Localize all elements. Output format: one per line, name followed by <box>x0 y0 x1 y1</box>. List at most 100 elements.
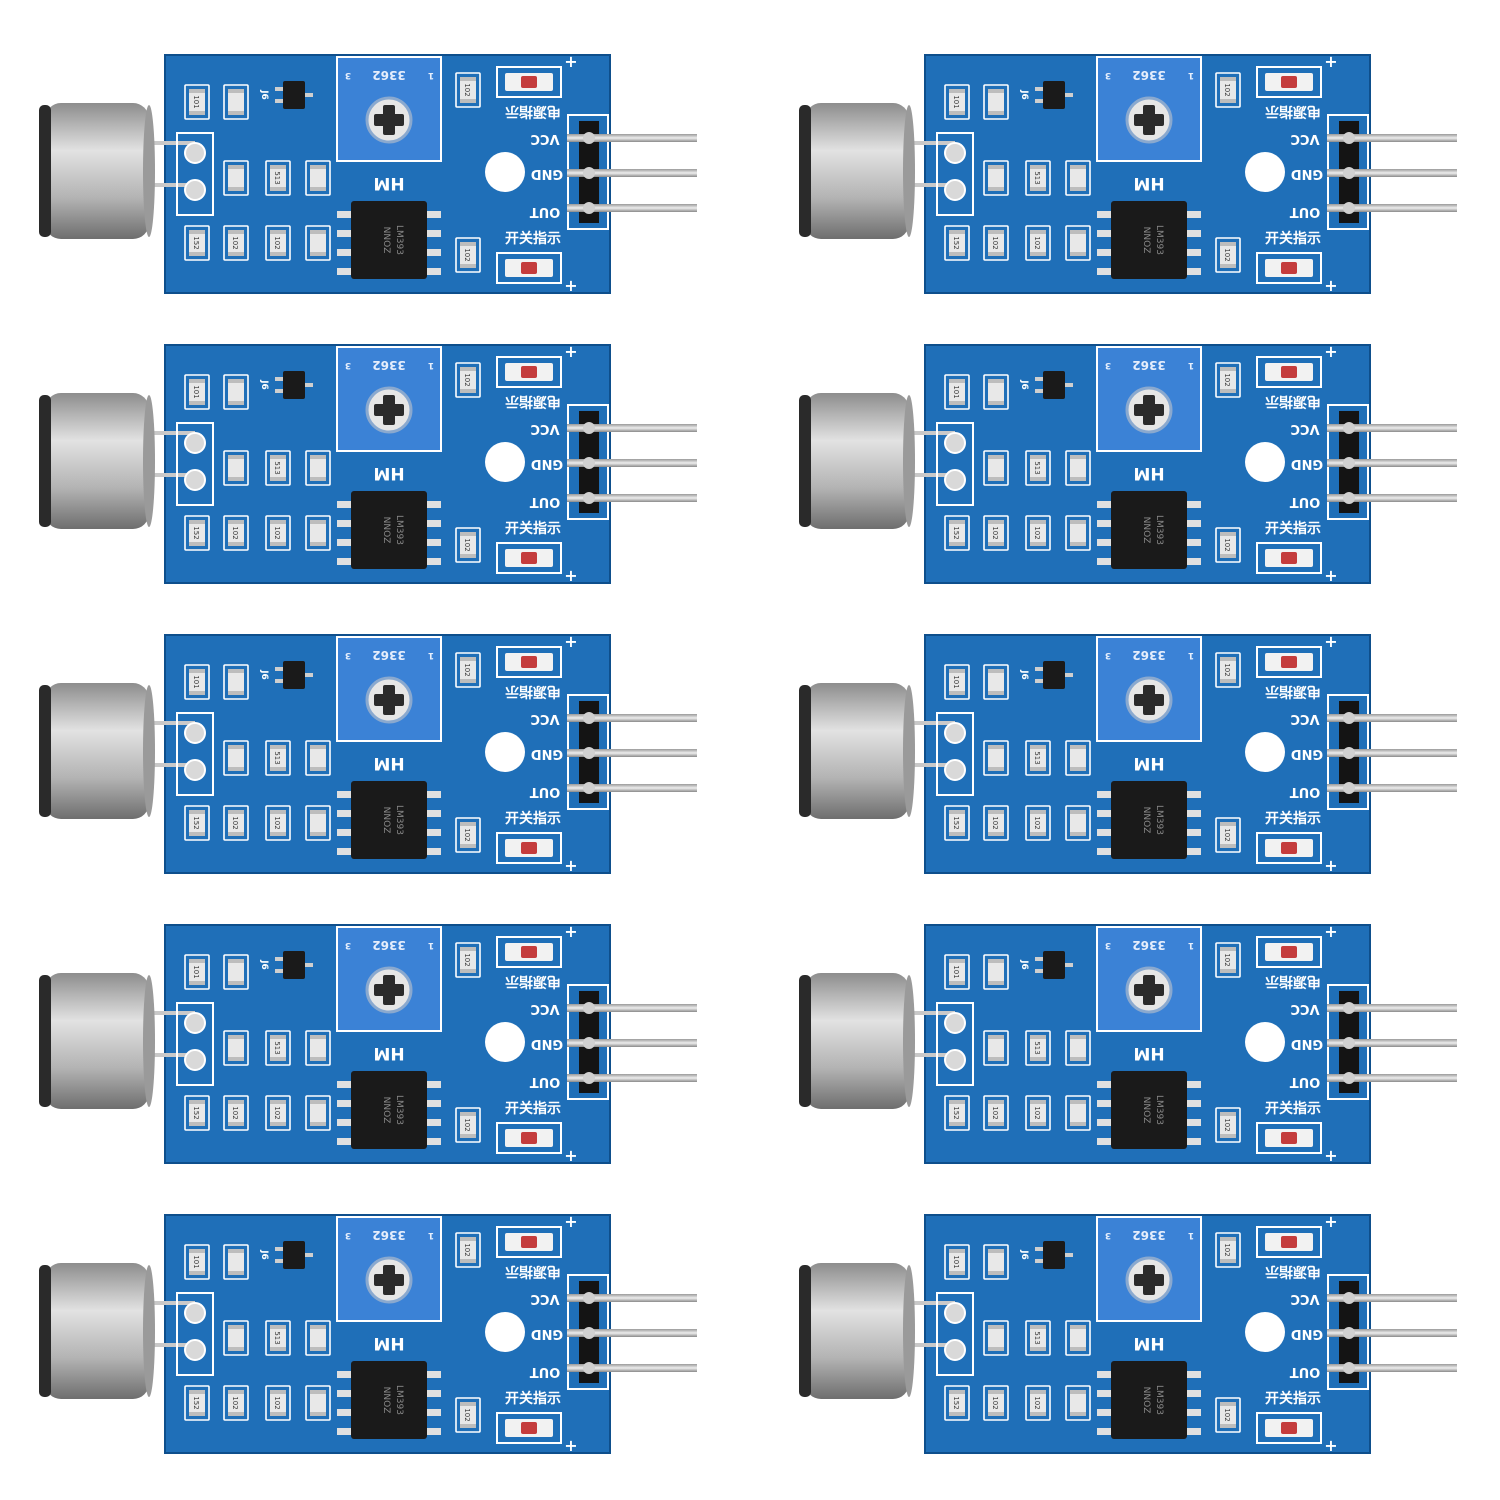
capacitor-outline <box>983 740 1009 776</box>
resistor-cap-top <box>1030 810 1046 814</box>
resistor-cap-top <box>1220 532 1236 536</box>
header-pad <box>583 202 595 214</box>
chip-marking: LM393 <box>1154 805 1164 835</box>
power-led-lens <box>521 946 537 958</box>
header-pad <box>583 1327 595 1339</box>
capacitor-cap-bottom <box>310 252 326 256</box>
chip-pin <box>337 1409 353 1416</box>
resistor-body <box>949 959 965 985</box>
brand-label: HM <box>373 1333 404 1353</box>
resistor: 102 <box>223 1385 249 1421</box>
chip-pin <box>425 539 441 546</box>
resistor: 102 <box>1215 817 1241 853</box>
mic-solder-pad <box>184 1339 206 1361</box>
switch-indicator-label: 开关指示 <box>505 1100 561 1117</box>
resistor-cap-top <box>228 810 244 814</box>
resistor-outline <box>184 225 210 261</box>
capacitor-cap-top <box>310 520 326 524</box>
chip-marking: NNOZ <box>381 807 391 834</box>
resistor-code: 102 <box>1223 83 1231 96</box>
chip-pin <box>1097 268 1113 275</box>
resistor: 101 <box>944 1244 970 1280</box>
capacitor-cap-bottom <box>988 1057 1004 1061</box>
resistor-outline <box>455 942 481 978</box>
resistor-cap-top <box>949 669 965 673</box>
resistor-body <box>189 810 205 836</box>
resistor-cap-bottom <box>1030 542 1046 546</box>
transistor-pin <box>275 679 283 683</box>
resistor-outline <box>944 225 970 261</box>
resistor-outline <box>1025 1320 1051 1356</box>
microphone-face <box>39 105 51 237</box>
resistor-cap-bottom <box>270 767 286 771</box>
resistor-cap-top <box>270 520 286 524</box>
mic-solder-pad <box>944 1302 966 1324</box>
capacitor-cap-top <box>310 745 326 749</box>
capacitor-outline <box>1065 515 1091 551</box>
chip-pin <box>337 1390 353 1397</box>
chip-pin <box>337 558 353 565</box>
potentiometer-code: 3362 <box>1132 68 1165 82</box>
brand-label: HM <box>373 173 404 193</box>
capacitor-cap-top <box>228 379 244 383</box>
header-pin <box>1327 1004 1457 1012</box>
capacitor-cap-bottom <box>228 401 244 405</box>
capacitor-cap-bottom <box>1070 1057 1086 1061</box>
resistor-code: 102 <box>273 1106 281 1119</box>
transistor-pin <box>1035 87 1043 91</box>
resistor-outline <box>184 1385 210 1421</box>
chip-pin <box>1185 829 1201 836</box>
header-pad <box>1343 1072 1355 1084</box>
capacitor <box>305 1095 331 1131</box>
resistor-body <box>270 455 286 481</box>
capacitor <box>1065 805 1091 841</box>
resistor-cap-top <box>270 230 286 234</box>
capacitor <box>1065 1320 1091 1356</box>
capacitor-cap-top <box>310 1390 326 1394</box>
resistor-cap-top <box>949 520 965 524</box>
potentiometer-pin-label: 1 <box>428 940 434 950</box>
switch-led-outline <box>496 832 562 864</box>
capacitor <box>305 450 331 486</box>
capacitor-cap-top <box>988 165 1004 169</box>
chip-pin <box>1097 1409 1113 1416</box>
header-pin <box>1327 424 1457 432</box>
capacitor-body <box>988 89 1004 115</box>
microphone-capsule <box>45 1263 149 1399</box>
resistor-body <box>460 947 476 973</box>
chip-body <box>1111 1071 1187 1149</box>
capacitor-cap-bottom <box>988 691 1004 695</box>
resistor-cap-bottom <box>270 1347 286 1351</box>
resistor-cap-bottom <box>1220 99 1236 103</box>
resistor-code: 102 <box>1033 1396 1041 1409</box>
capacitor <box>983 740 1009 776</box>
resistor-body <box>949 1249 965 1275</box>
transistor-pin <box>275 667 283 671</box>
resistor-cap-top <box>1220 77 1236 81</box>
resistor: 513 <box>265 740 291 776</box>
capacitor-body <box>310 230 326 256</box>
header-pad <box>583 132 595 144</box>
resistor-body <box>228 230 244 256</box>
capacitor <box>983 1030 1009 1066</box>
resistor-cap-top <box>189 1249 205 1253</box>
capacitor-outline <box>1065 1030 1091 1066</box>
resistor-code: 152 <box>192 236 200 249</box>
resistor-cap-top <box>1220 822 1236 826</box>
header-pin <box>1327 169 1457 177</box>
capacitor-cap-top <box>1070 1100 1086 1104</box>
capacitor-outline <box>223 1030 249 1066</box>
chip-pin <box>337 1428 353 1435</box>
capacitor-cap-bottom <box>228 1347 244 1351</box>
transistor-pin <box>1065 673 1073 677</box>
resistor: 513 <box>265 1320 291 1356</box>
chip-pin <box>1185 211 1201 218</box>
resistor-outline <box>455 362 481 398</box>
transistor-pin <box>1065 1253 1073 1257</box>
capacitor-outline <box>223 664 249 700</box>
resistor-code: 101 <box>952 965 960 978</box>
mic-solder-pad <box>184 469 206 491</box>
switch-led-outline <box>496 252 562 284</box>
